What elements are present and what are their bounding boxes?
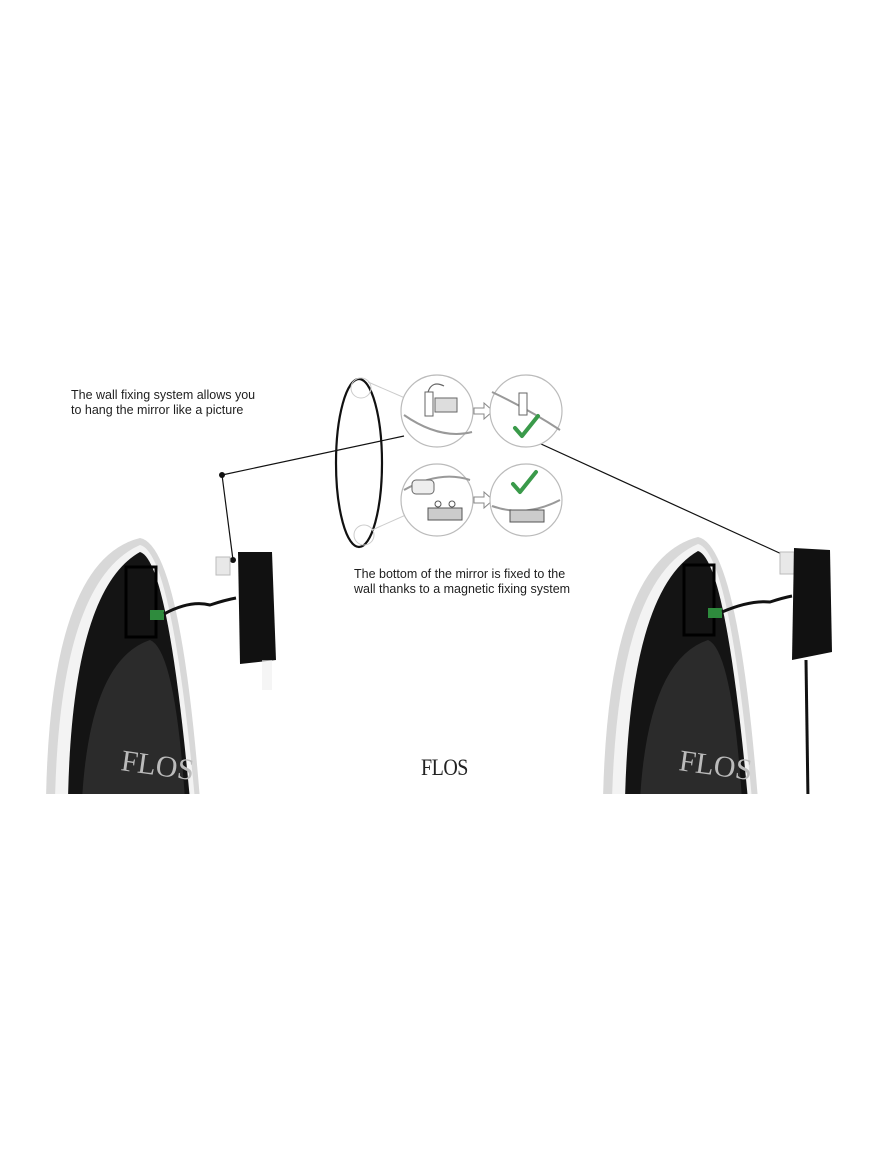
arrow-right-icon (473, 490, 494, 510)
mirror-back-photo-right: FLOS (603, 537, 832, 794)
brand-logo: FLOS (421, 755, 468, 781)
detail-magnet-insert (400, 463, 474, 537)
oval-mirror-diagram (334, 377, 409, 549)
detail-magnet-fixed (489, 463, 563, 537)
check-icon (513, 414, 540, 438)
arrow-right-icon (473, 401, 494, 421)
detail-hook-insert (400, 374, 474, 448)
magnetic-fixing-caption: The bottom of the mirror is fixed to the… (354, 567, 571, 596)
check-icon (511, 470, 538, 494)
mirror-back-photo-left: FLOS (46, 538, 276, 794)
callout-dot (230, 557, 236, 563)
detail-hook-fixed (489, 374, 563, 448)
callout-dot (219, 472, 225, 478)
wall-fixing-caption: The wall fixing system allows you to han… (71, 388, 256, 417)
